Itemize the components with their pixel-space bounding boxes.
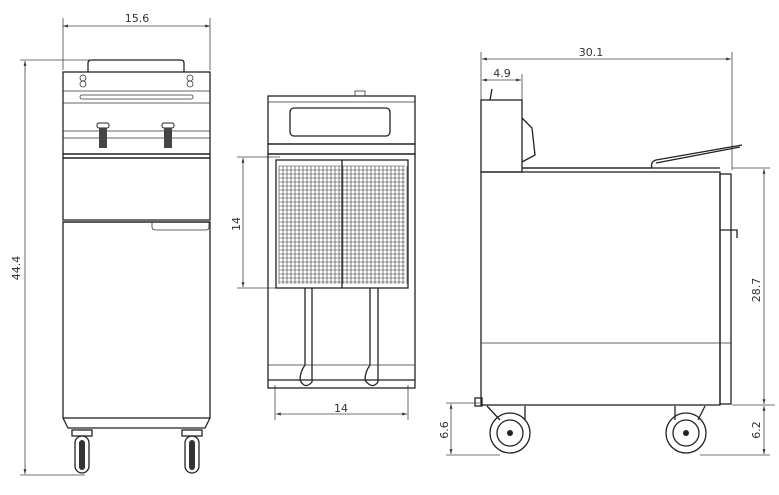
body-height-dimension: 28.7	[732, 167, 775, 406]
front-view: 15.6 44.4	[10, 12, 211, 476]
depth-dimension: 30.1	[480, 46, 733, 170]
height-dimension: 44.4	[10, 59, 90, 476]
side-view: 30.1 4.9	[438, 46, 775, 456]
backsplash-depth-label: 4.9	[493, 67, 511, 80]
basket-height-dimension: 14	[230, 156, 280, 289]
front-leg-height-dimension: 6.2	[700, 406, 770, 456]
front-leg-height-label: 6.2	[750, 421, 763, 439]
basket-handle-left	[96, 122, 110, 148]
rear-leg-height-label: 6.6	[438, 421, 451, 439]
width-dimension: 15.6	[62, 12, 211, 70]
body-height-label: 28.7	[750, 278, 763, 303]
basket-handle-right	[161, 122, 175, 148]
wheel-rear	[486, 405, 531, 454]
caster-right	[181, 429, 203, 474]
caster-left	[71, 429, 93, 474]
rear-leg-height-dimension: 6.6	[438, 402, 500, 456]
basket-mesh	[278, 165, 408, 284]
basket-width-dimension: 14	[274, 385, 409, 420]
width-label: 15.6	[125, 12, 150, 25]
wheel-front	[665, 405, 707, 454]
basket-height-label: 14	[230, 217, 243, 231]
backsplash-depth-dimension: 4.9	[482, 67, 523, 100]
basket-view: 14 14	[230, 90, 416, 420]
height-label: 44.4	[10, 256, 23, 281]
basket-width-label: 14	[334, 402, 348, 415]
depth-label: 30.1	[579, 46, 604, 59]
